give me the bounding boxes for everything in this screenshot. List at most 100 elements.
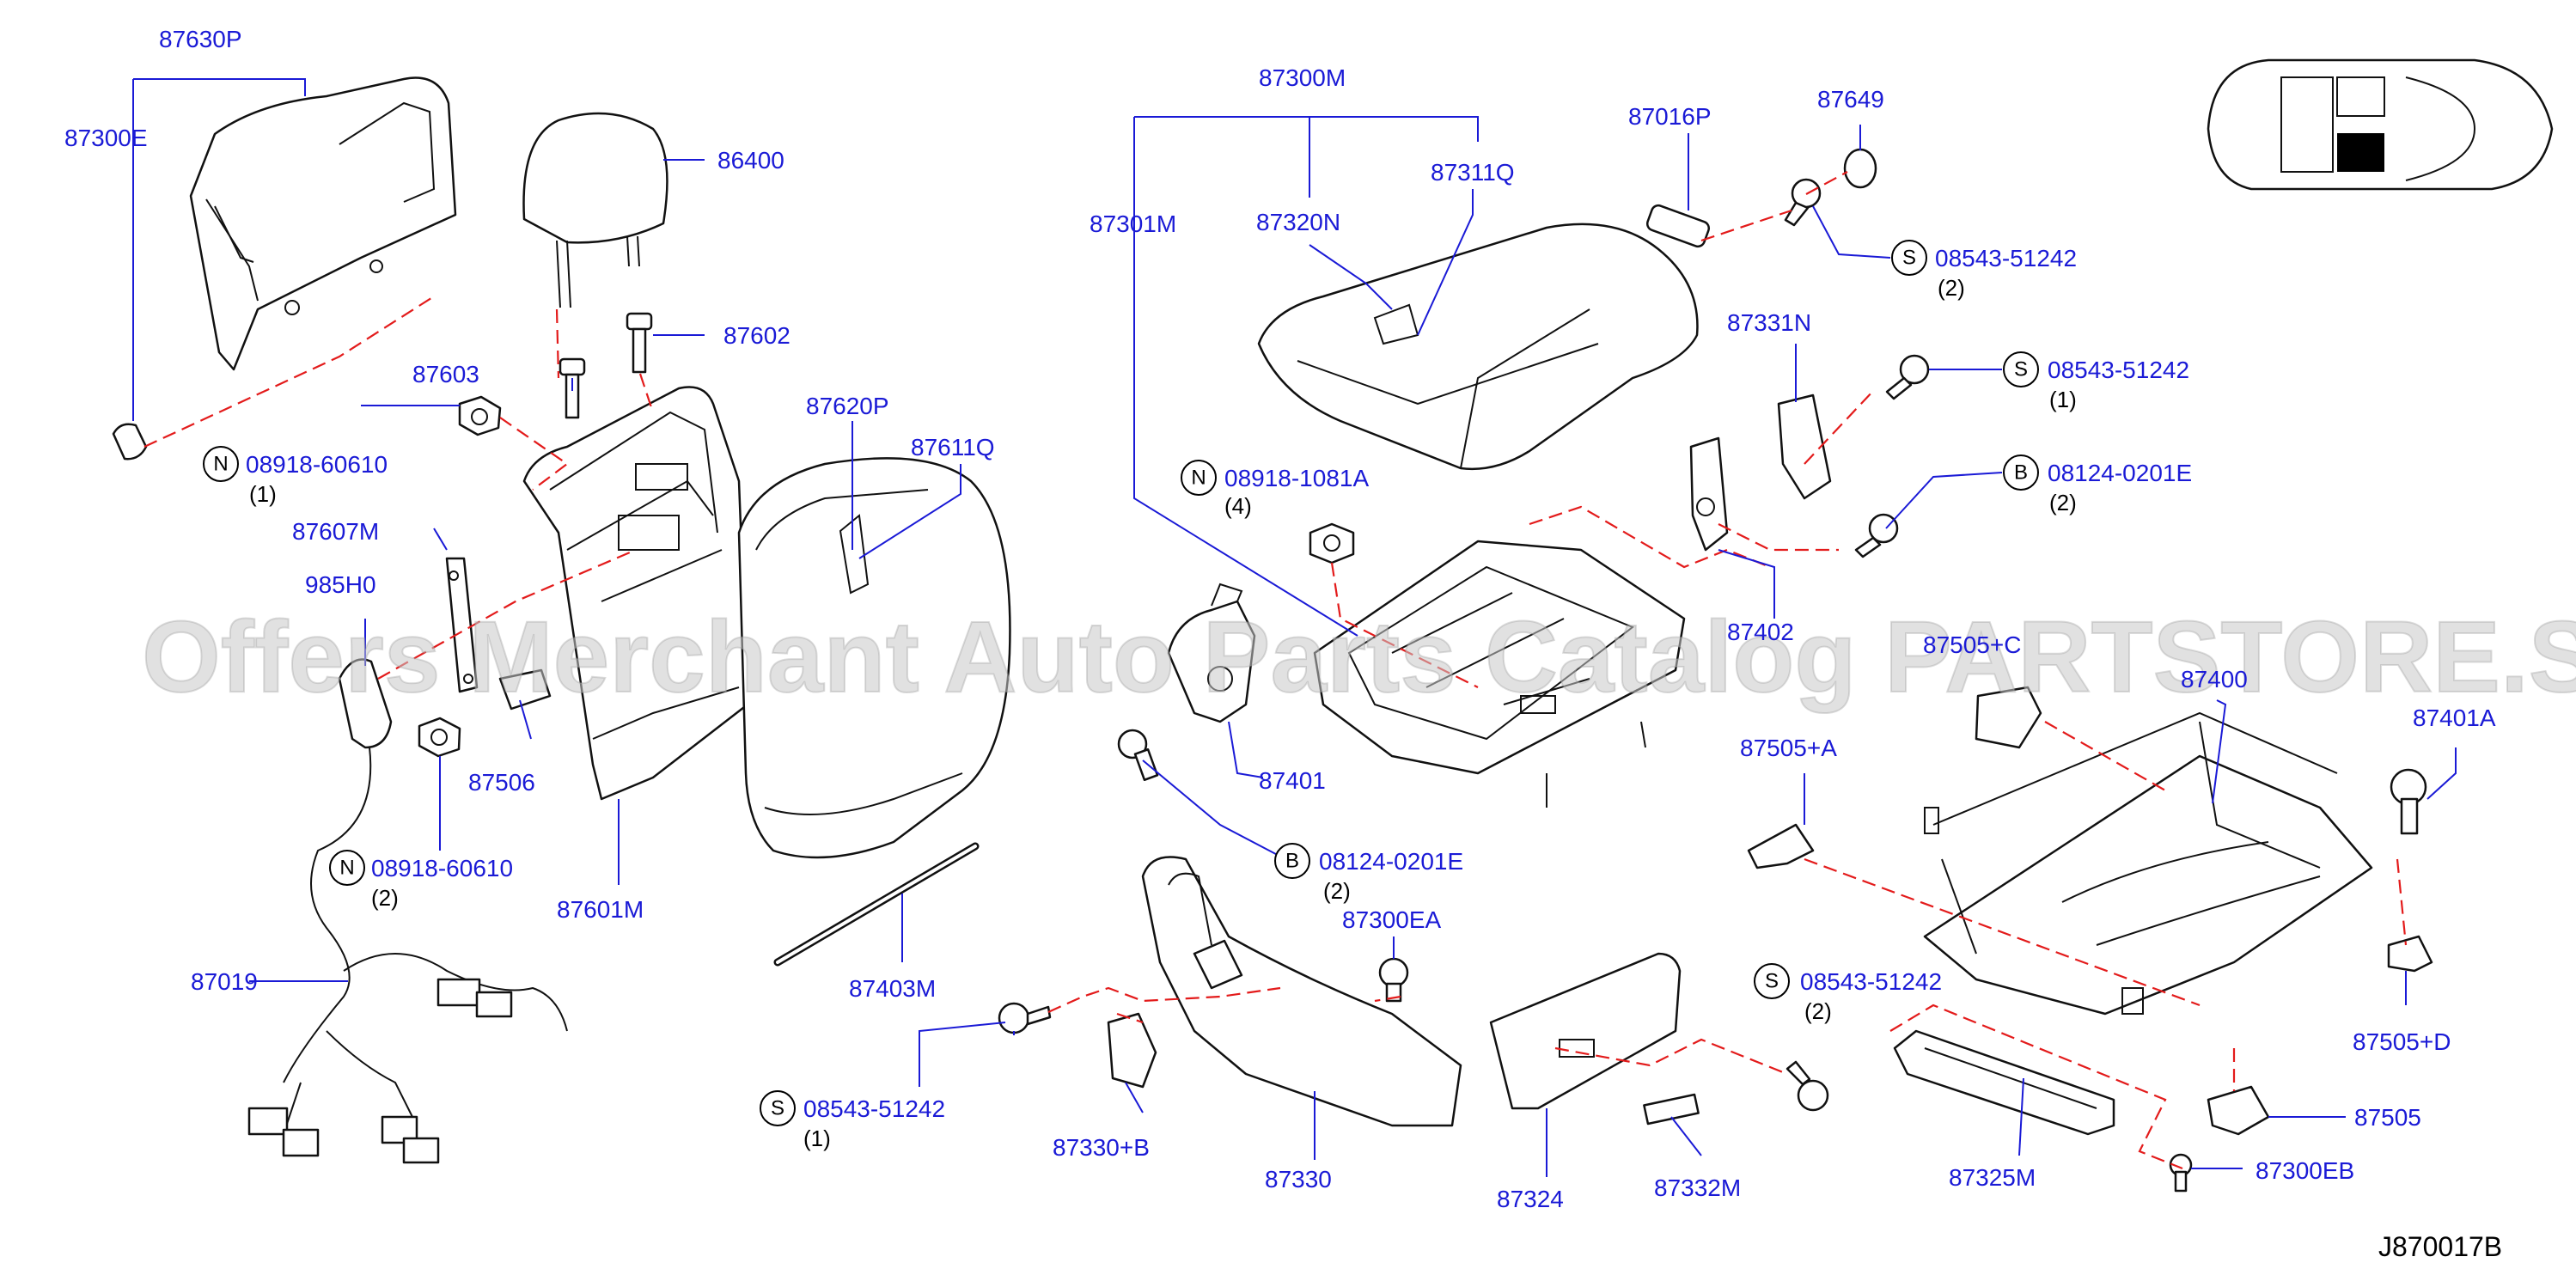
marker-s-upper-a: S	[1902, 247, 1916, 270]
cover-87505-drawing	[2207, 1085, 2270, 1136]
label-87401[interactable]: 87401	[1259, 767, 1326, 794]
label-08918-1081A[interactable]: 08918-1081A	[1224, 465, 1369, 491]
label-86400[interactable]: 86400	[717, 147, 784, 174]
label-87402[interactable]: 87402	[1727, 619, 1794, 645]
qty-08918-1081A: (4)	[1224, 493, 1252, 519]
label-08543-51242-lower-left[interactable]: 08543-51242	[803, 1095, 945, 1122]
bracket-87607M-drawing	[445, 557, 479, 693]
marker-n-cushion: N	[1191, 467, 1206, 490]
cap-87649-drawing	[1843, 148, 1877, 189]
cover-87505A-drawing	[1747, 823, 1815, 869]
nut-08918-1081A-drawing	[1309, 522, 1355, 564]
label-87506[interactable]: 87506	[468, 769, 535, 796]
leader-lines	[132, 78, 2457, 1177]
label-08124-0201E-lower[interactable]: 08124-0201E	[1319, 848, 1463, 875]
marker-n-upper: N	[213, 453, 228, 476]
seat-back-cover-drawing	[189, 76, 457, 371]
label-87611Q[interactable]: 87611Q	[911, 434, 995, 461]
screw-lower-right-drawing	[1785, 1060, 1829, 1112]
label-87403M[interactable]: 87403M	[849, 975, 936, 1002]
car-locator-icon	[2207, 58, 2554, 191]
label-87607M[interactable]: 87607M	[292, 518, 379, 545]
label-87331N[interactable]: 87331N	[1727, 309, 1811, 336]
side-airbag-sensor-drawing	[338, 658, 393, 749]
qty-08543-51242-lower-left: (1)	[803, 1126, 831, 1151]
label-87400[interactable]: 87400	[2181, 666, 2248, 692]
label-87505C[interactable]: 87505+C	[1923, 631, 2021, 658]
seat-back-frame-drawing	[522, 386, 749, 801]
clip-87300E-drawing	[112, 423, 148, 461]
seat-slide-87400-drawing	[1923, 711, 2373, 1016]
screw-upper-b-drawing	[1885, 354, 1930, 400]
label-08543-51242-lower-right[interactable]: 08543-51242	[1800, 968, 1942, 995]
watermark-text: Offers Merchant Auto Parts Catalog PARTS…	[142, 601, 2576, 714]
nut-upper-drawing	[458, 395, 502, 436]
fastener-markers: N N N S S S S B B	[203, 240, 2039, 1126]
label-08918-60610-lower[interactable]: 08918-60610	[371, 855, 513, 882]
nut-lower-drawing	[418, 717, 461, 758]
bolt-upper-drawing	[1854, 513, 1899, 558]
label-87601M[interactable]: 87601M	[557, 896, 644, 923]
label-87505A[interactable]: 87505+A	[1740, 735, 1837, 761]
label-985H0[interactable]: 985H0	[305, 571, 376, 598]
clip-87300EB-drawing	[2169, 1153, 2193, 1193]
marker-n-lower: N	[339, 857, 354, 880]
seat-back-pad-drawing	[737, 457, 1011, 859]
marker-s-lower-left: S	[771, 1097, 784, 1120]
label-87602[interactable]: 87602	[723, 322, 791, 349]
label-87300EA[interactable]: 87300EA	[1342, 906, 1442, 933]
qty-08543-51242-upper-b: (1)	[2049, 387, 2077, 412]
bolt-87401A-drawing	[2390, 768, 2427, 835]
qty-08543-51242-lower-right: (2)	[1804, 998, 1832, 1024]
bracket-87506-drawing	[498, 668, 552, 711]
headrest-drawing	[522, 112, 668, 308]
label-87320N[interactable]: 87320N	[1256, 209, 1340, 235]
label-87300E[interactable]: 87300E	[64, 125, 148, 151]
screw-upper-a-drawing	[1784, 178, 1822, 227]
marker-s-lower-right: S	[1765, 970, 1779, 993]
recliner-87401-drawing	[1167, 583, 1256, 723]
qty-08918-60610-upper: (1)	[249, 481, 277, 507]
label-87630P[interactable]: 87630P	[159, 26, 242, 52]
label-87505D[interactable]: 87505+D	[2353, 1028, 2451, 1055]
label-87620P[interactable]: 87620P	[806, 393, 889, 419]
label-87324[interactable]: 87324	[1497, 1186, 1564, 1212]
qty-08918-60610-lower: (2)	[371, 885, 399, 911]
label-87330[interactable]: 87330	[1265, 1166, 1332, 1193]
finisher-87325M-drawing	[1893, 1029, 2115, 1136]
label-87325M[interactable]: 87325M	[1949, 1164, 2036, 1191]
label-87401A[interactable]: 87401A	[2413, 705, 2496, 731]
qty-08124-0201E-upper: (2)	[2049, 490, 2077, 515]
label-87649[interactable]: 87649	[1817, 86, 1884, 113]
bolt-lower-drawing	[1117, 729, 1159, 782]
label-08124-0201E-upper[interactable]: 08124-0201E	[2048, 460, 2192, 486]
label-87330B[interactable]: 87330+B	[1053, 1134, 1150, 1161]
marker-b-upper: B	[2014, 461, 2028, 485]
seat-cushion-frame-drawing	[1313, 540, 1686, 808]
label-87019[interactable]: 87019	[191, 968, 258, 995]
cover-87505D-drawing	[2387, 935, 2433, 973]
diagram-code: J870017B	[2378, 1231, 2502, 1262]
label-87332M[interactable]: 87332M	[1654, 1174, 1741, 1201]
alignment-dashed-lines	[143, 171, 2408, 1170]
label-08543-51242-upper-a[interactable]: 08543-51242	[1935, 245, 2077, 271]
label-87016P[interactable]: 87016P	[1628, 103, 1712, 130]
label-08918-60610-upper[interactable]: 08918-60610	[246, 451, 388, 478]
label-87311Q[interactable]: 87311Q	[1431, 159, 1515, 186]
quantity-notes: (1) (2) (2) (1) (4) (2) (2) (2) (1)	[249, 275, 2077, 1151]
wire-harness-drawing	[247, 747, 568, 1164]
qty-08543-51242-upper-a: (2)	[1938, 275, 1965, 301]
screw-lower-left-drawing	[998, 1002, 1052, 1034]
label-87300M[interactable]: 87300M	[1259, 64, 1346, 91]
marker-b-lower: B	[1285, 850, 1299, 873]
seat-cushion-pad-drawing	[1257, 223, 1699, 471]
rod-87403M-drawing	[773, 842, 980, 967]
label-87301M[interactable]: 87301M	[1090, 210, 1176, 237]
side-finisher-87330-drawing	[1141, 856, 1462, 1127]
label-87505[interactable]: 87505	[2354, 1104, 2421, 1131]
label-08543-51242-upper-b[interactable]: 08543-51242	[2048, 357, 2189, 383]
marker-s-upper-b: S	[2014, 358, 2028, 381]
label-87300EB[interactable]: 87300EB	[2256, 1157, 2354, 1184]
label-87603[interactable]: 87603	[412, 361, 479, 387]
